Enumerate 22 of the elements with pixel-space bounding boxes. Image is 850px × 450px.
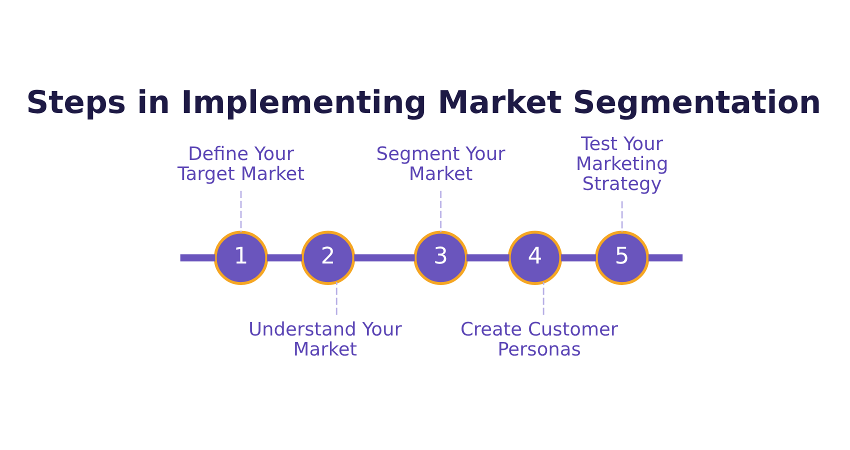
connector (240, 190, 242, 232)
connector (542, 282, 544, 315)
connector (621, 201, 623, 232)
connector (466, 254, 510, 262)
connector (180, 254, 216, 262)
node-text: Test Your Marketing Strategy (576, 134, 668, 195)
node-text: Create Customer Personas (460, 319, 618, 360)
diagram-title: Steps in Implementing Market Segmentation (26, 85, 822, 122)
connector (648, 254, 683, 262)
connector (440, 190, 442, 232)
node-circle: 3 (414, 230, 468, 285)
node-text: Segment Your Market (376, 144, 506, 185)
node-text: Understand Your Market (248, 319, 402, 360)
node-text: Define Your Target Market (177, 144, 305, 185)
node-circle: 2 (300, 230, 356, 285)
connector (336, 282, 338, 315)
node-circle: 1 (214, 230, 268, 285)
node-circle: 4 (508, 230, 562, 285)
node-circle: 5 (594, 230, 650, 285)
connector (267, 254, 302, 262)
connector (561, 254, 596, 262)
connector (354, 254, 415, 262)
